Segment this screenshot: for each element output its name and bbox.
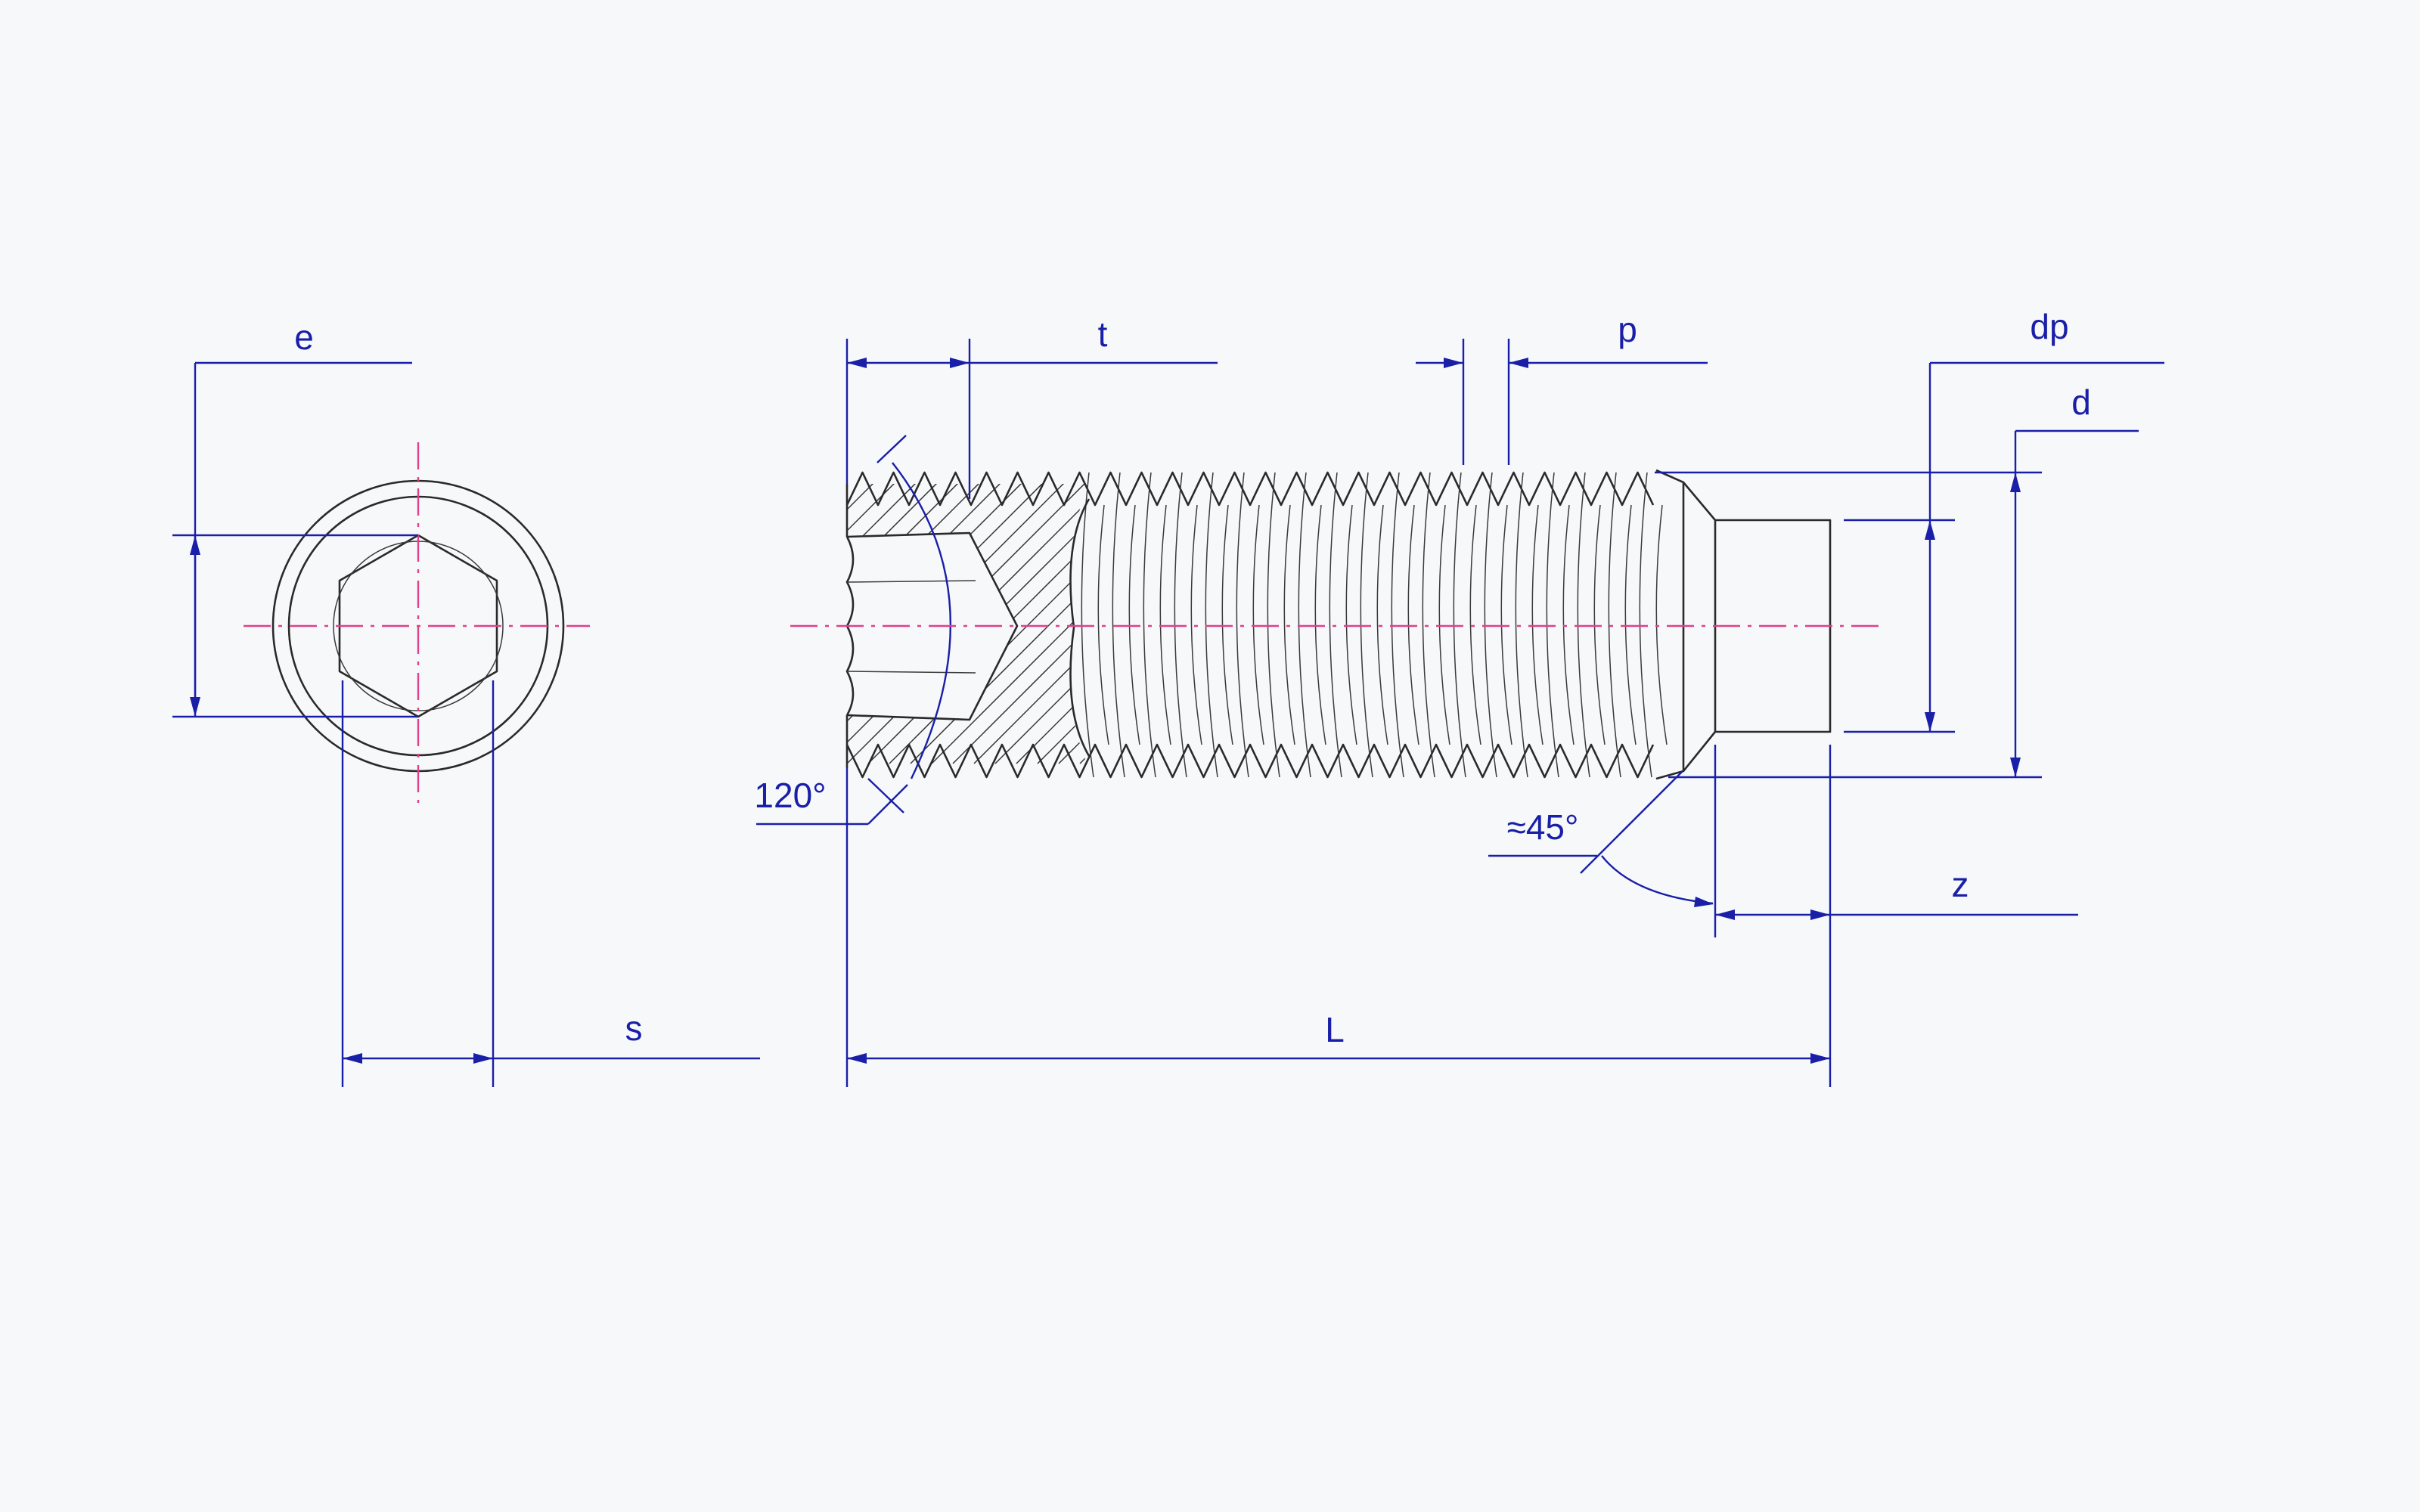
- dim-z: z: [1714, 745, 2078, 1087]
- section-hatching: [847, 484, 1089, 764]
- label-d: d: [2071, 383, 2091, 422]
- dim-chamfer-angle: ≈45°: [1488, 770, 1714, 907]
- label-s: s: [625, 1009, 643, 1048]
- label-angle-45: ≈45°: [1507, 807, 1579, 847]
- dim-p: p: [1416, 310, 1708, 465]
- dim-L: L: [845, 768, 1830, 1087]
- side-view: [790, 462, 1883, 780]
- dim-drill-angle: 120°: [754, 435, 908, 826]
- thread-crest-bottom: [845, 743, 1655, 779]
- drill-angle-arc: [892, 462, 952, 779]
- dim-t: t: [845, 314, 1218, 499]
- label-p: p: [1618, 310, 1637, 349]
- label-angle-120: 120°: [754, 776, 826, 815]
- dim-e: e: [172, 318, 418, 718]
- label-L: L: [1325, 1010, 1345, 1049]
- end-view: [244, 442, 590, 803]
- hex-socket-section: [846, 531, 1019, 721]
- label-z: z: [1952, 865, 1969, 904]
- thread-profile: [845, 471, 1668, 779]
- label-e: e: [294, 318, 314, 357]
- dim-d: d: [1655, 383, 2139, 779]
- dim-s: s: [341, 680, 760, 1087]
- section-break: [1069, 498, 1091, 757]
- label-t: t: [1098, 314, 1108, 354]
- label-dp: dp: [2030, 307, 2068, 346]
- thread-crest-top: [845, 471, 1655, 507]
- dimensions: e s t p: [172, 307, 2164, 1087]
- dim-dp: dp: [1844, 307, 2164, 733]
